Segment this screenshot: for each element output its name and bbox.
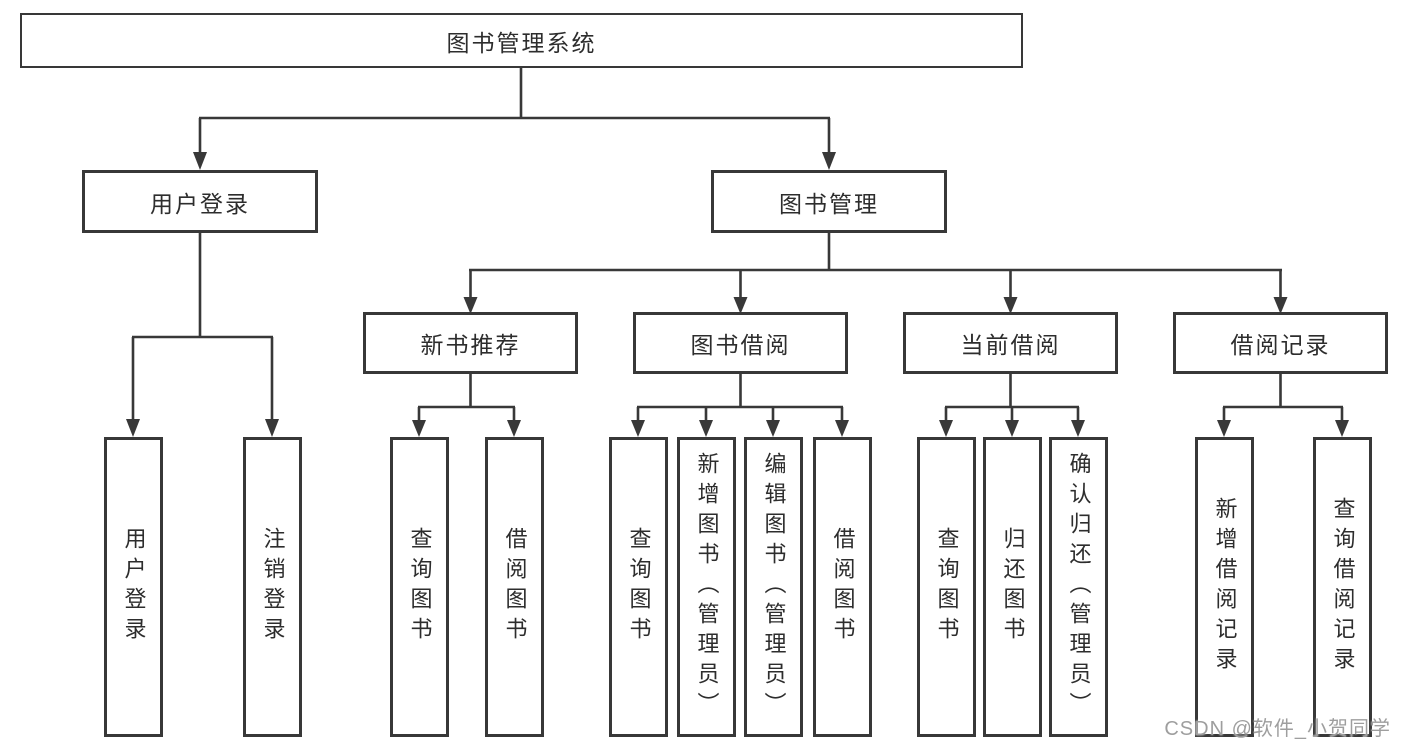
watermark: CSDN @软件_小贺同学 (1164, 718, 1391, 740)
leaf-confirm-return-admin-label: 确认归还（管理员） (1066, 452, 1092, 722)
node-root-label: 图书管理系统 (446, 29, 597, 56)
node-current-borrowing-label: 当前借阅 (960, 332, 1061, 358)
leaf-current-query-books-label: 查询图书 (934, 527, 960, 647)
leaf-recommend-query-books-label: 查询图书 (407, 527, 433, 647)
leaf-recommend-borrow-books-label: 借阅图书 (502, 527, 528, 647)
node-book-management: 图书管理 (711, 170, 947, 233)
leaf-borrowing-borrow-books-label: 借阅图书 (830, 527, 856, 647)
node-borrowing-records: 借阅记录 (1173, 312, 1388, 374)
leaf-recommend-query-books: 查询图书 (390, 437, 449, 737)
node-new-book-recommend-label: 新书推荐 (420, 332, 521, 358)
leaf-logout-label: 注销登录 (260, 527, 286, 647)
connector-book-management-children (463, 232, 1288, 314)
leaf-add-borrow-record-label: 新增借阅记录 (1212, 497, 1238, 677)
node-root: 图书管理系统 (20, 13, 1023, 68)
leaf-recommend-borrow-books: 借阅图书 (485, 437, 544, 737)
leaf-logout: 注销登录 (243, 437, 302, 737)
node-new-book-recommend: 新书推荐 (363, 312, 578, 374)
leaf-user-login: 用户登录 (104, 437, 163, 737)
node-user-login: 用户登录 (82, 170, 318, 233)
leaf-edit-books-admin: 编辑图书（管理员） (744, 437, 803, 737)
leaf-borrowing-query-books-label: 查询图书 (626, 527, 652, 647)
node-current-borrowing: 当前借阅 (903, 312, 1118, 374)
leaf-query-borrow-record: 查询借阅记录 (1313, 437, 1372, 737)
connector-new-book-recommend-children (412, 374, 521, 437)
leaf-add-books-admin: 新增图书（管理员） (677, 437, 736, 737)
leaf-add-books-admin-label: 新增图书（管理员） (694, 452, 720, 722)
connector-borrowing-records-children (1217, 374, 1349, 437)
leaf-query-borrow-record-label: 查询借阅记录 (1330, 497, 1356, 677)
node-book-borrowing-label: 图书借阅 (690, 332, 791, 358)
leaf-borrowing-query-books: 查询图书 (609, 437, 668, 737)
connector-current-borrowing-children (939, 374, 1085, 437)
leaf-confirm-return-admin: 确认归还（管理员） (1049, 437, 1108, 737)
connector-root-to-level2 (193, 68, 836, 170)
node-book-borrowing: 图书借阅 (633, 312, 848, 374)
leaf-return-books: 归还图书 (983, 437, 1042, 737)
leaf-borrowing-borrow-books: 借阅图书 (813, 437, 872, 737)
connector-user-login-children (126, 232, 279, 437)
leaf-current-query-books: 查询图书 (917, 437, 976, 737)
leaf-return-books-label: 归还图书 (1000, 527, 1026, 647)
leaf-add-borrow-record: 新增借阅记录 (1195, 437, 1254, 737)
node-borrowing-records-label: 借阅记录 (1230, 332, 1331, 358)
node-user-login-label: 用户登录 (150, 190, 250, 217)
node-book-management-label: 图书管理 (779, 190, 879, 217)
leaf-edit-books-admin-label: 编辑图书（管理员） (761, 452, 787, 722)
connector-book-borrowing-children (631, 374, 849, 437)
leaf-user-login-label: 用户登录 (121, 527, 147, 647)
